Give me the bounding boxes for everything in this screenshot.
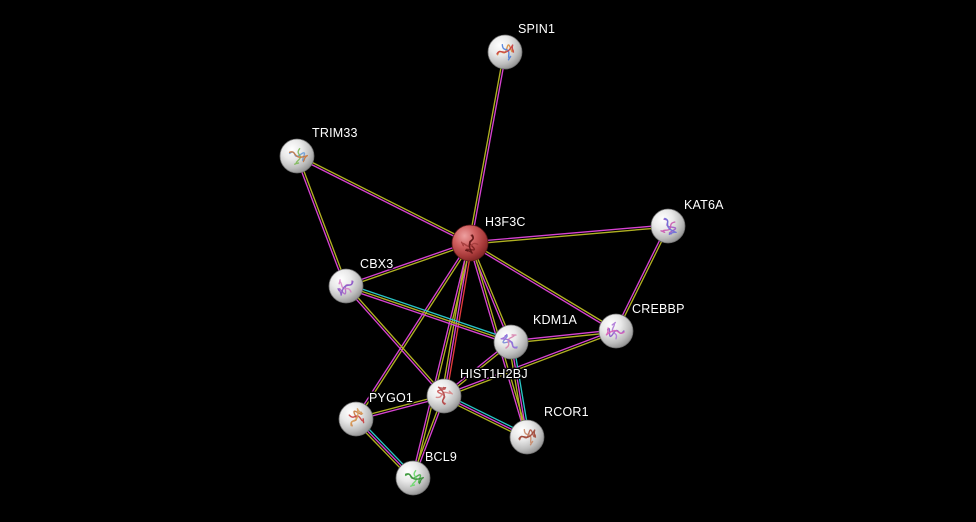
protein-structure-icon <box>460 234 479 254</box>
edge-evidence-textmining-line[interactable] <box>511 331 617 344</box>
node-label-BCL9: BCL9 <box>425 450 457 464</box>
edge-CREBBP-HIST1H2BJ[interactable] <box>443 329 617 398</box>
node-SPIN1[interactable] <box>487 34 523 70</box>
node-label-KDM1A: KDM1A <box>533 313 578 327</box>
protein-structure-icon <box>660 217 677 236</box>
edge-evidence-experimental-line[interactable] <box>411 242 470 478</box>
node-label-H3F3C: H3F3C <box>485 215 526 229</box>
edge-TRIM33-CBX3[interactable] <box>295 155 348 287</box>
edge-CBX3-HIST1H2BJ[interactable] <box>344 284 446 398</box>
node-BCL9[interactable] <box>395 460 431 496</box>
node-KDM1A[interactable] <box>493 324 529 360</box>
node-label-PYGO1: PYGO1 <box>369 391 413 405</box>
edge-evidence-database-line[interactable] <box>346 283 512 341</box>
edge-CREBBP-KDM1A[interactable] <box>510 329 617 344</box>
edge-evidence-textmining-line[interactable] <box>345 285 512 343</box>
edge-H3F3C-PYGO1[interactable] <box>354 242 472 420</box>
edge-H3F3C-CREBBP[interactable] <box>469 241 617 333</box>
node-H3F3C[interactable] <box>451 224 489 262</box>
edge-CBX3-KDM1A[interactable] <box>345 283 512 345</box>
edge-evidence-textmining-line[interactable] <box>356 243 472 420</box>
edge-KAT6A-CREBBP[interactable] <box>614 225 670 332</box>
node-label-TRIM33: TRIM33 <box>312 126 358 140</box>
edge-evidence-experimental-line[interactable] <box>344 286 444 398</box>
node-PYGO1[interactable] <box>338 401 374 437</box>
edge-evidence-textmining-line[interactable] <box>616 226 670 332</box>
protein-structure-icon <box>518 428 537 446</box>
edge-evidence-experimental-line[interactable] <box>614 225 668 331</box>
edge-evidence-experimental-line[interactable] <box>354 242 470 419</box>
protein-structure-icon <box>500 333 518 349</box>
edge-evidence-experimental-line[interactable] <box>510 329 616 342</box>
edge-KAT6A-H3F3C[interactable] <box>469 224 669 245</box>
edge-evidence-experimental-line[interactable] <box>296 156 470 245</box>
node-CBX3[interactable] <box>328 268 364 304</box>
node-RCOR1[interactable] <box>509 419 545 455</box>
nodes-layer <box>279 34 686 496</box>
edge-evidence-experimental-line[interactable] <box>345 241 470 286</box>
edge-H3F3C-CBX3[interactable] <box>345 241 471 288</box>
edge-TRIM33-H3F3C[interactable] <box>296 154 471 245</box>
protein-structure-icon <box>288 147 309 165</box>
protein-structure-icon <box>348 408 365 427</box>
edge-evidence-textmining-line[interactable] <box>297 154 471 243</box>
edge-evidence-textmining-line[interactable] <box>470 226 669 245</box>
edge-evidence-textmining-line[interactable] <box>444 331 617 398</box>
edge-evidence-experimental-line[interactable] <box>469 224 668 243</box>
edge-evidence-textmining-line[interactable] <box>297 155 348 286</box>
edge-evidence-textmining-line[interactable] <box>468 51 505 243</box>
edge-evidence-experimental-line[interactable] <box>443 329 616 396</box>
protein-structure-icon <box>337 279 354 296</box>
edge-evidence-experimental-line[interactable] <box>295 156 346 287</box>
node-label-CREBBP: CREBBP <box>632 302 685 316</box>
edge-H3F3C-BCL9[interactable] <box>411 242 472 479</box>
node-label-RCOR1: RCOR1 <box>544 405 589 419</box>
edge-evidence-textmining-line[interactable] <box>413 243 472 479</box>
edge-evidence-textmining-line[interactable] <box>470 241 617 331</box>
node-CREBBP[interactable] <box>598 313 634 349</box>
protein-structure-icon <box>404 469 425 487</box>
node-HIST1H2BJ[interactable] <box>426 378 462 414</box>
protein-structure-icon <box>605 321 625 340</box>
node-label-CBX3: CBX3 <box>360 257 393 271</box>
edge-SPIN1-H3F3C[interactable] <box>468 51 507 244</box>
protein-structure-icon <box>435 386 453 405</box>
edge-evidence-fusion-line[interactable] <box>445 243 473 397</box>
edge-evidence-textmining-line[interactable] <box>346 284 446 396</box>
node-label-HIST1H2BJ: HIST1H2BJ <box>460 367 528 381</box>
edge-evidence-experimental-line[interactable] <box>345 287 511 345</box>
protein-structure-icon <box>496 43 515 61</box>
edge-evidence-experimental-line[interactable] <box>469 243 616 333</box>
edge-evidence-textmining-line[interactable] <box>346 243 471 288</box>
node-TRIM33[interactable] <box>279 138 315 174</box>
edge-evidence-experimental-line[interactable] <box>470 52 507 244</box>
node-label-KAT6A: KAT6A <box>684 198 724 212</box>
node-KAT6A[interactable] <box>650 208 686 244</box>
node-label-SPIN1: SPIN1 <box>518 22 555 36</box>
